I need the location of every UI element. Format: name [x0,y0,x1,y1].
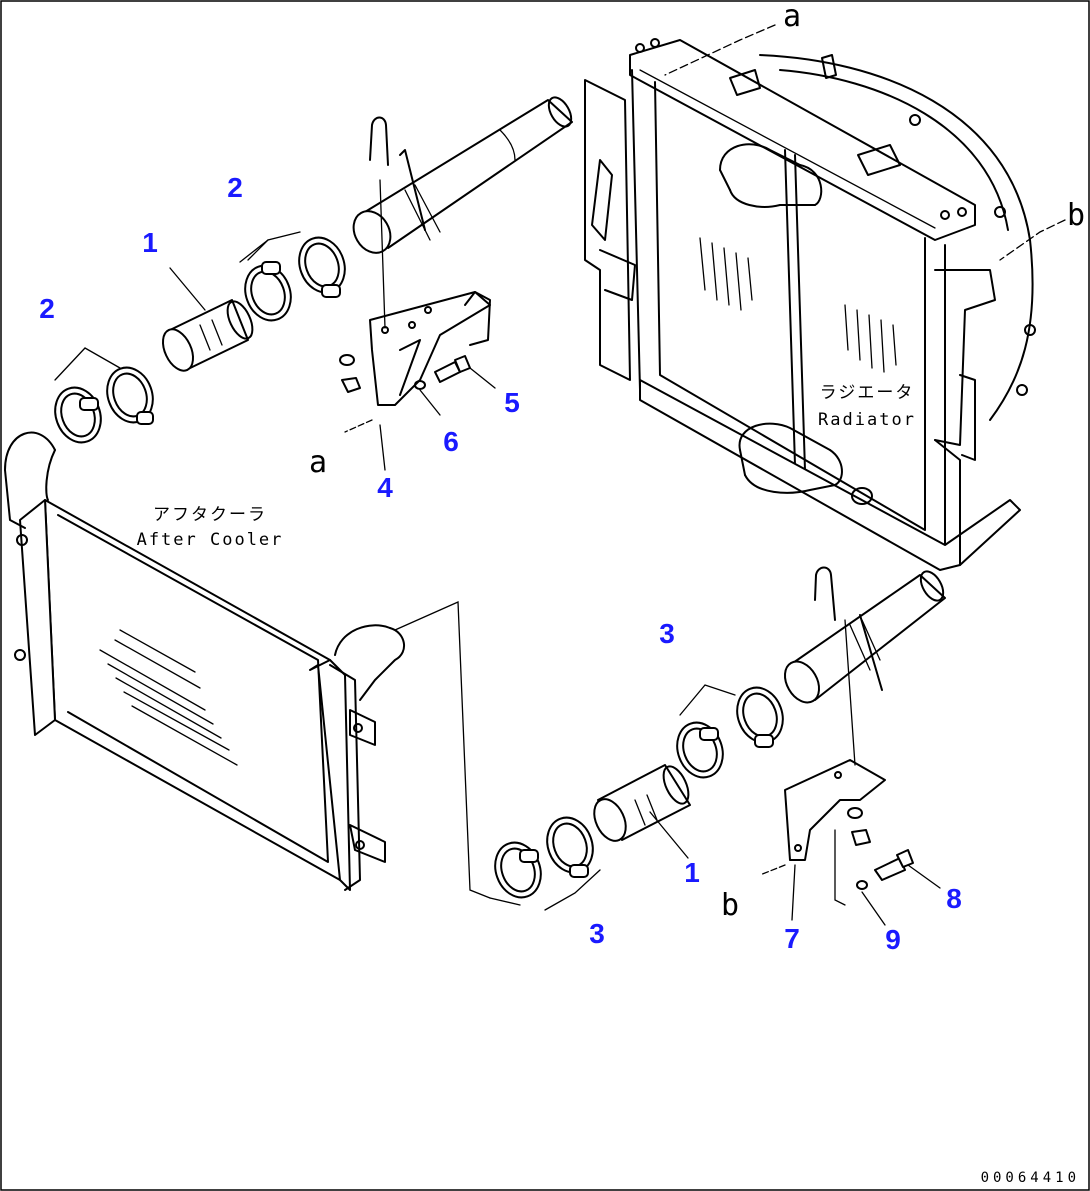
callout-3-upper: 3 [659,618,675,649]
ref-b-lower: b [721,888,739,923]
callout-5: 5 [504,387,520,418]
callout-9: 9 [885,924,901,955]
aftercooler-label-en: After Cooler [137,530,284,550]
ref-b-right: b [1067,198,1085,233]
callout-4: 4 [377,472,393,503]
callout-1-upper: 1 [142,227,158,258]
drawing-code: 00064410 [981,1170,1080,1186]
callout-6: 6 [443,426,459,457]
upper-hose-assembly [54,96,573,471]
radiator [584,24,1066,571]
after-cooler [4,431,491,899]
radiator-label-en: Radiator [818,410,916,430]
callout-7: 7 [784,923,800,954]
radiator-label-jp: ラジエータ [820,383,915,403]
ref-a-left: a [309,445,327,480]
lower-hose-assembly [489,566,946,926]
callout-3-lower: 3 [589,918,605,949]
aftercooler-label-jp: アフタクーラ [153,505,267,525]
callout-8: 8 [946,883,962,914]
callout-2-lower: 2 [39,293,55,324]
callout-2-upper: 2 [227,172,243,203]
callout-1-lower: 1 [684,857,700,888]
ref-a-top: a [783,0,801,34]
